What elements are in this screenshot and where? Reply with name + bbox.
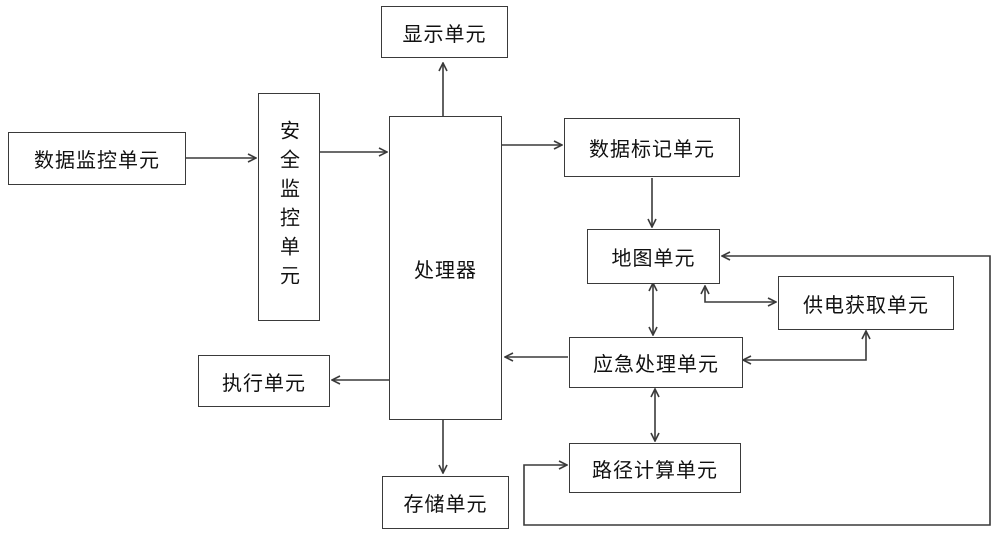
power-acquire-unit-label: 供电获取单元 — [803, 292, 929, 317]
data-monitor-unit-label: 数据监控单元 — [34, 148, 160, 172]
emergency-unit: 应急处理单元 — [569, 337, 743, 388]
emergency-unit-label: 应急处理单元 — [593, 352, 719, 376]
storage-unit: 存储单元 — [382, 476, 509, 529]
display-unit: 显示单元 — [381, 6, 508, 58]
arrow-feedback-loop — [523, 256, 991, 526]
map-unit-label: 地图单元 — [611, 246, 696, 270]
power-acquire-unit: 供电获取单元 — [778, 276, 954, 330]
security-monitor-unit: 安全监控单元 — [258, 93, 320, 321]
arrow-emergency-power — [743, 331, 866, 360]
execute-unit: 执行单元 — [198, 355, 330, 407]
execute-unit-label: 执行单元 — [222, 370, 306, 395]
processor-label: 处理器 — [414, 257, 477, 282]
map-unit: 地图单元 — [587, 229, 720, 284]
security-monitor-unit-label: 安全监控单元 — [276, 120, 301, 294]
arrow-map-power — [705, 286, 776, 302]
path-calc-unit: 路径计算单元 — [569, 443, 741, 493]
path-calc-unit-label: 路径计算单元 — [592, 457, 718, 482]
data-mark-unit-label: 数据标记单元 — [589, 137, 715, 161]
data-monitor-unit: 数据监控单元 — [8, 132, 186, 185]
storage-unit-label: 存储单元 — [403, 492, 488, 516]
data-mark-unit: 数据标记单元 — [564, 118, 740, 177]
display-unit-label: 显示单元 — [402, 21, 487, 46]
processor: 处理器 — [389, 116, 502, 420]
